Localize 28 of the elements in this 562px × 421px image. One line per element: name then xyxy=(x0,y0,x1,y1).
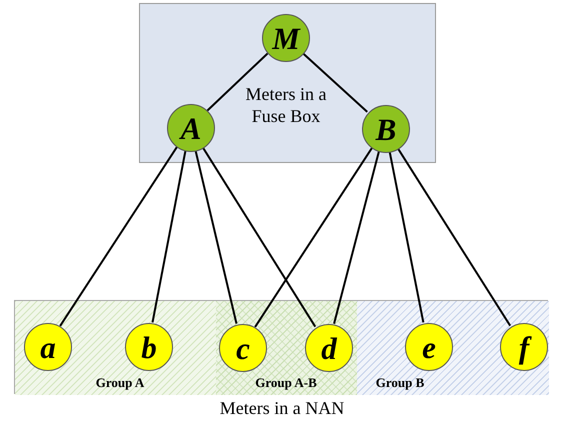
meter-circle: b xyxy=(125,323,173,371)
connector-line xyxy=(206,52,268,112)
group-label: Group B xyxy=(374,375,426,391)
meter-circle: f xyxy=(500,323,548,371)
group-area xyxy=(216,301,357,395)
meter-circle: e xyxy=(405,323,453,371)
meter-circle: B xyxy=(362,105,410,153)
meter-circle: A xyxy=(167,104,215,152)
meter-circle: a xyxy=(24,323,72,371)
connector-line xyxy=(333,150,380,324)
meter-circle: d xyxy=(305,324,353,372)
connector-line xyxy=(302,52,368,113)
connector-line xyxy=(388,151,424,323)
connector-line xyxy=(152,150,186,323)
group-label: Group A-B xyxy=(254,375,318,391)
group-label: Group A xyxy=(94,375,146,391)
band-label: Meters in a NAN xyxy=(218,398,346,420)
fuse-box-panel xyxy=(139,3,436,163)
meter-circle: M xyxy=(262,14,310,62)
panel-label: Meters in a Fuse Box xyxy=(244,84,328,128)
connector-line xyxy=(202,146,316,328)
group-area xyxy=(357,301,549,395)
connector-line xyxy=(194,150,238,324)
connector-line xyxy=(59,146,178,326)
connector-line xyxy=(397,148,511,326)
group-area xyxy=(15,301,216,395)
connector-line xyxy=(254,148,373,328)
meter-circle: c xyxy=(219,324,267,372)
